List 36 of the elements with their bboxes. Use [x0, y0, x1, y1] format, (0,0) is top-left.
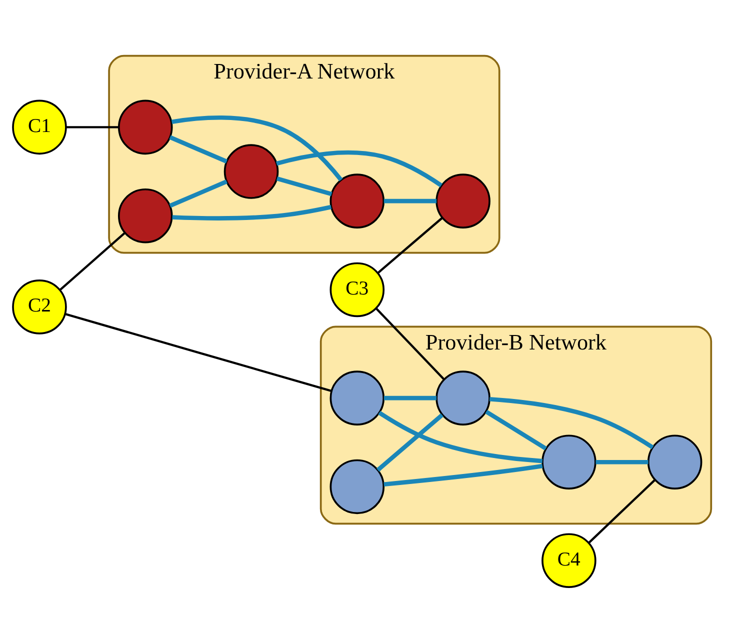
connector	[485, 409, 547, 450]
connector	[384, 395, 437, 400]
node-circle	[647, 434, 702, 489]
connector	[172, 204, 332, 220]
connector	[169, 134, 228, 163]
connector	[384, 198, 437, 203]
node-circle	[436, 173, 490, 228]
connector	[596, 459, 648, 464]
connector	[171, 114, 343, 181]
connector	[378, 410, 543, 463]
node-circle: C2	[12, 279, 67, 334]
node-circle	[542, 434, 596, 489]
connector	[384, 463, 543, 486]
connector	[65, 312, 332, 392]
node-circle	[436, 370, 490, 425]
connector	[276, 150, 442, 187]
node-circle: C1	[12, 99, 67, 154]
connector	[276, 176, 332, 196]
connector	[59, 232, 126, 290]
node-circle: C4	[542, 532, 596, 588]
cluster: Provider-B Network	[320, 325, 712, 524]
connector	[377, 216, 443, 274]
node-circle	[118, 99, 173, 154]
connector	[376, 412, 444, 472]
node-circle	[330, 370, 385, 425]
connector	[169, 179, 228, 208]
connector	[489, 396, 654, 449]
node-circle	[224, 144, 279, 198]
connector	[376, 307, 445, 380]
node-circle	[118, 188, 173, 243]
connector	[66, 126, 119, 128]
cluster: Provider-A Network	[108, 54, 500, 254]
node-circle	[330, 173, 385, 228]
node-circle: C3	[330, 262, 385, 317]
node-circle	[330, 458, 385, 514]
connector	[588, 478, 656, 543]
